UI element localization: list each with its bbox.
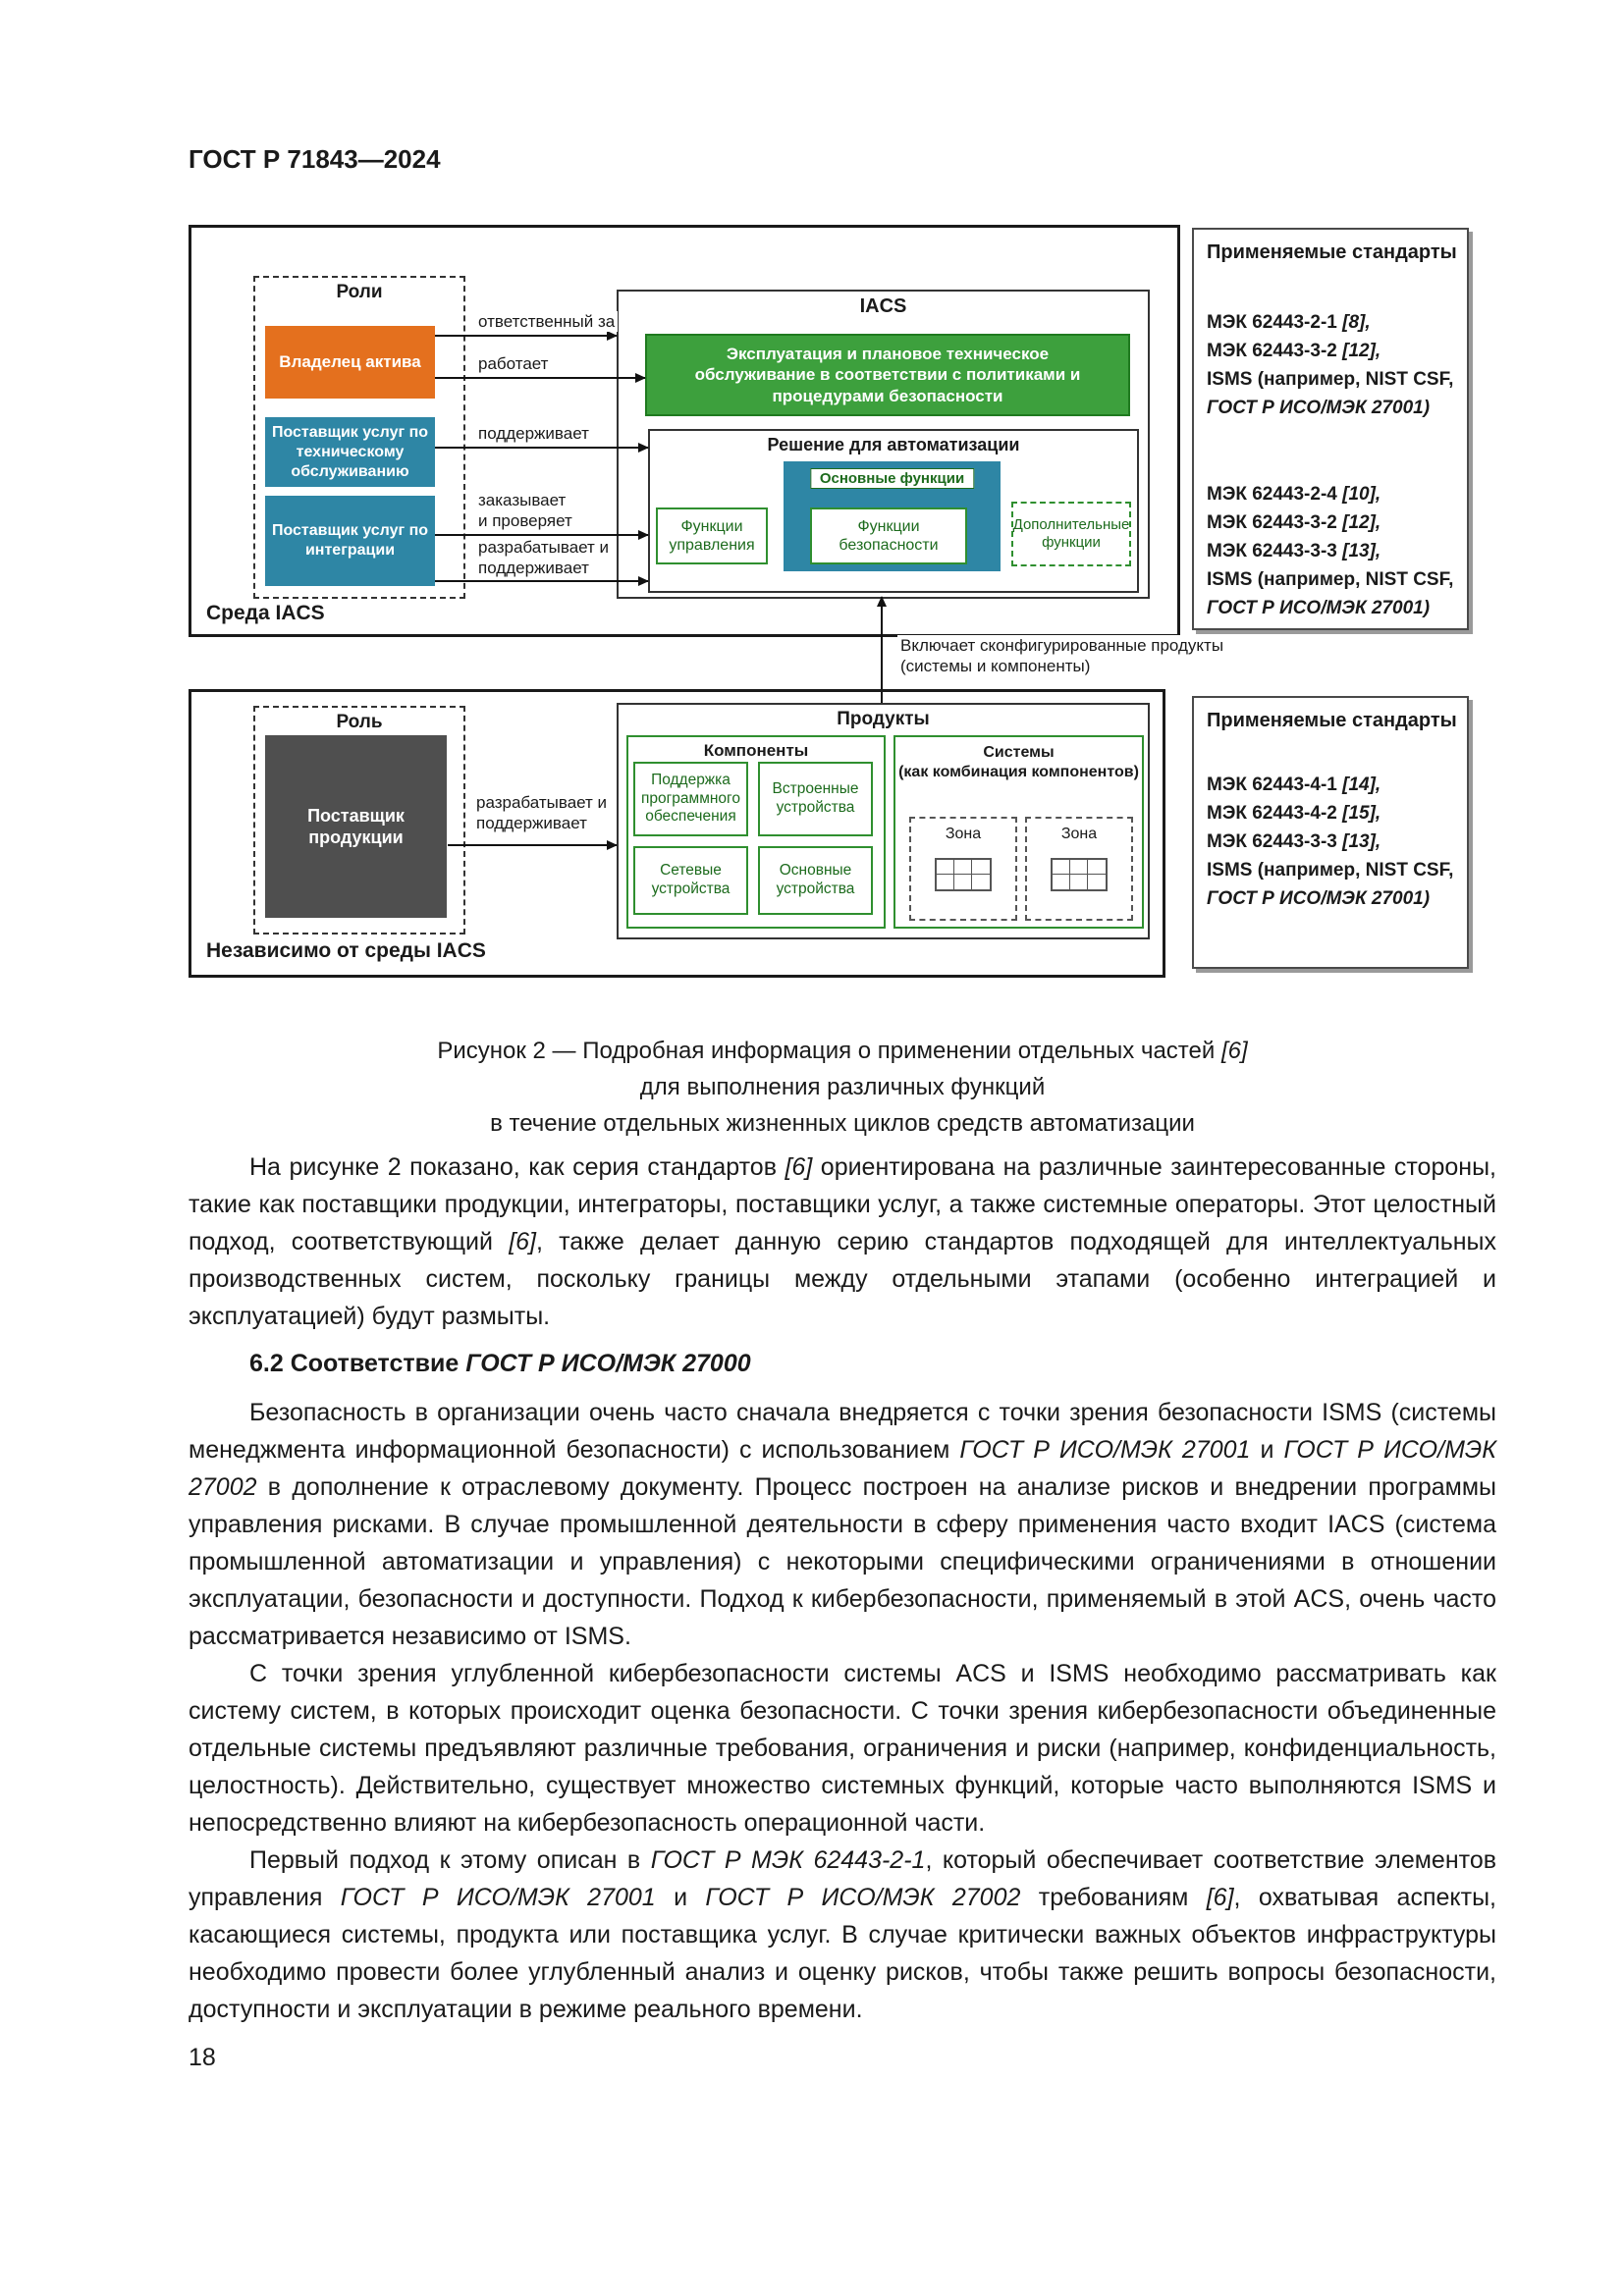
role-integration-provider: Поставщик услуг по интеграции (265, 496, 435, 586)
roles-title: Роли (336, 282, 383, 302)
roles-box: Роли (253, 276, 465, 599)
iacs-title: IACS (859, 295, 907, 317)
zone-1-label: Зона (945, 826, 982, 842)
standards-title-top: Применяемые стандарты (1207, 241, 1457, 263)
document-code: ГОСТ Р 71843—2024 (189, 144, 441, 174)
components-title: Компоненты (703, 741, 809, 760)
operation-maintenance-banner: Эксплуатация и плановое техническое обсл… (645, 334, 1130, 416)
zone-box-2: Зона (1025, 817, 1133, 921)
role-asset-owner: Владелец актива (265, 326, 435, 399)
figure-2-diagram: Роли Владелец актива Поставщик услуг по … (189, 225, 1475, 981)
zone-grid-icon (1051, 858, 1108, 891)
arrow-develops-top-label: разрабатывает и поддерживает (475, 537, 613, 578)
systems-title: Системы (как комбинация компонентов) (898, 744, 1139, 780)
standards-block-2: МЭК 62443-2-4 [10],МЭК 62443-3-2 [12],МЭ… (1207, 484, 1454, 618)
arrow-develops-bottom-label: разрабатывает и поддерживает (473, 792, 611, 833)
paragraph-4: Первый подход к этому описан в ГОСТ Р МЭ… (189, 1846, 1497, 2023)
role-title: Роль (336, 712, 383, 732)
figure-caption: Рисунок 2 — Подробная информация о приме… (437, 1038, 1248, 1137)
products-to-solution-arrow (877, 596, 887, 703)
arrow-develops-bottom-line (448, 840, 618, 850)
component-software-support: Поддержка программного обеспечения (633, 762, 748, 836)
arrow-operates-line (435, 373, 646, 383)
standards-block-1: МЭК 62443-2-1 [8],МЭК 62443-3-2 [12],ISM… (1207, 312, 1454, 418)
body-text: На рисунке 2 показано, как серия стандар… (189, 1148, 1496, 2028)
systems-box: Системы (как комбинация компонентов) (893, 735, 1144, 929)
section-heading-6-2: 6.2 Соответствие ГОСТ Р ИСО/МЭК 27000 (249, 1350, 751, 1377)
arrow-operates-label: работает (475, 353, 552, 374)
arrow-responsible-label: ответственный за (475, 311, 619, 332)
control-functions-box: Функции управления (656, 507, 768, 564)
zone-2-label: Зона (1060, 826, 1098, 842)
iacs-environment-label: Среда IACS (206, 602, 325, 624)
paragraph-1: На рисунке 2 показано, как серия стандар… (189, 1153, 1496, 1330)
automation-solution-title: Решение для автоматизации (767, 435, 1020, 454)
zone-grid-icon (935, 858, 992, 891)
standards-panel-bottom: Применяемые стандарты МЭК 62443-4-1 [14]… (1192, 696, 1469, 969)
standards-panel-top: Применяемые стандарты МЭК 62443-2-1 [8],… (1192, 228, 1469, 630)
arrow-develops-top-line (435, 576, 649, 586)
role-box: Роль (253, 706, 465, 934)
additional-functions-box: Дополнительные функции (1011, 502, 1131, 566)
safety-functions-box: Функции безопасности (810, 507, 967, 564)
independent-environment-frame (189, 689, 1165, 978)
arrow-responsible-line (435, 331, 618, 341)
iacs-environment-frame (189, 225, 1180, 637)
products-title: Продукты (837, 709, 930, 729)
standards-title-bottom: Применяемые стандарты (1207, 710, 1457, 731)
independent-environment-label: Независимо от среды IACS (206, 939, 486, 962)
role-product-supplier: Поставщик продукции (265, 735, 447, 918)
arrow-orders-line (435, 530, 649, 540)
component-network-devices: Сетевые устройства (633, 846, 748, 915)
arrow-maintains-label: поддерживает (475, 423, 592, 444)
role-maintenance-provider: Поставщик услуг по техническому обслужив… (265, 417, 435, 487)
component-host-devices: Основные устройства (758, 846, 873, 915)
zone-box-1: Зона (909, 817, 1017, 921)
connector-label: Включает сконфигурированные продукты (си… (897, 635, 1227, 676)
component-embedded-devices: Встроенные устройства (758, 762, 873, 836)
page-number: 18 (189, 2044, 216, 2071)
paragraph-2: Безопасность в организации очень часто с… (189, 1399, 1496, 1650)
arrow-orders-label: заказывает и проверяет (475, 490, 575, 531)
paragraph-3: С точки зрения углубленной кибербезопасн… (189, 1660, 1496, 1837)
essential-functions-title: Основные функции (809, 468, 975, 489)
arrow-maintains-line (435, 443, 649, 453)
standards-block-3: МЭК 62443-4-1 [14],МЭК 62443-4-2 [15],МЭ… (1207, 774, 1454, 909)
